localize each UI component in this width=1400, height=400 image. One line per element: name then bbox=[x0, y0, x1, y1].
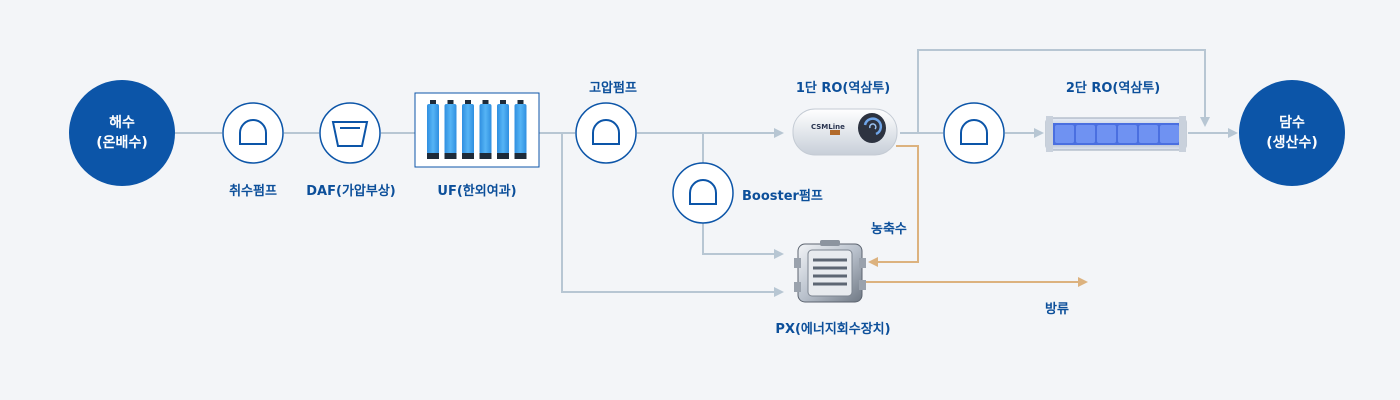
seawater-label-2: (온배수) bbox=[96, 135, 148, 151]
uf-filter-icon bbox=[414, 92, 540, 168]
ro2-membrane-segment bbox=[1097, 125, 1116, 143]
ro2-label: 2단 RO(역삼투) bbox=[1065, 81, 1161, 96]
booster-pump-icon bbox=[672, 162, 734, 224]
intake-pump-label: 취수펌프 bbox=[229, 184, 277, 199]
px-device-icon bbox=[794, 240, 866, 303]
uf-label: UF(한외여과) bbox=[437, 184, 517, 199]
ro2-membrane-segment bbox=[1118, 125, 1137, 143]
daf-tank-icon bbox=[319, 102, 381, 164]
ro1-label: 1단 RO(역삼투) bbox=[795, 81, 891, 96]
uf-cartridge-icon bbox=[427, 100, 439, 159]
ro2-membrane-segment bbox=[1139, 125, 1158, 143]
px-label: PX(에너지회수장치) bbox=[775, 322, 891, 337]
discharge-label: 방류 bbox=[1045, 302, 1069, 317]
ro2-membrane-segment bbox=[1160, 125, 1179, 143]
freshwater-node: 담수 (생산수) bbox=[1239, 80, 1345, 186]
hp-pump-label: 고압펌프 bbox=[589, 81, 637, 96]
seawater-label-1: 해수 bbox=[109, 115, 135, 131]
ro2-vessel-icon bbox=[1045, 116, 1187, 152]
csmline-logo: CSMLine bbox=[811, 123, 845, 131]
seawater-node: 해수 (온배수) bbox=[69, 80, 175, 186]
uf-cartridge-icon bbox=[497, 100, 509, 159]
uf-cartridge-icon bbox=[462, 100, 474, 159]
booster-pump-label: Booster펌프 bbox=[742, 189, 823, 204]
freshwater-label-1: 담수 bbox=[1279, 115, 1305, 131]
flow-lines bbox=[175, 49, 1238, 297]
uf-cartridge-icon bbox=[514, 100, 527, 159]
intake-pump-icon bbox=[222, 102, 284, 164]
ro2-membrane-segment bbox=[1055, 125, 1074, 143]
uf-cartridge-icon bbox=[479, 100, 492, 159]
concentrate-lines bbox=[866, 145, 1088, 287]
ro1-vessel-icon: CSMLine bbox=[792, 108, 898, 156]
high-pressure-pump-icon bbox=[575, 102, 637, 164]
uf-cartridge-icon bbox=[444, 100, 457, 159]
daf-label: DAF(가압부상) bbox=[306, 184, 396, 199]
ro2-pump-icon bbox=[943, 102, 1005, 164]
ro2-membrane-segment bbox=[1076, 125, 1095, 143]
concentrate-label: 농축수 bbox=[871, 222, 907, 237]
freshwater-label-2: (생산수) bbox=[1266, 135, 1318, 151]
